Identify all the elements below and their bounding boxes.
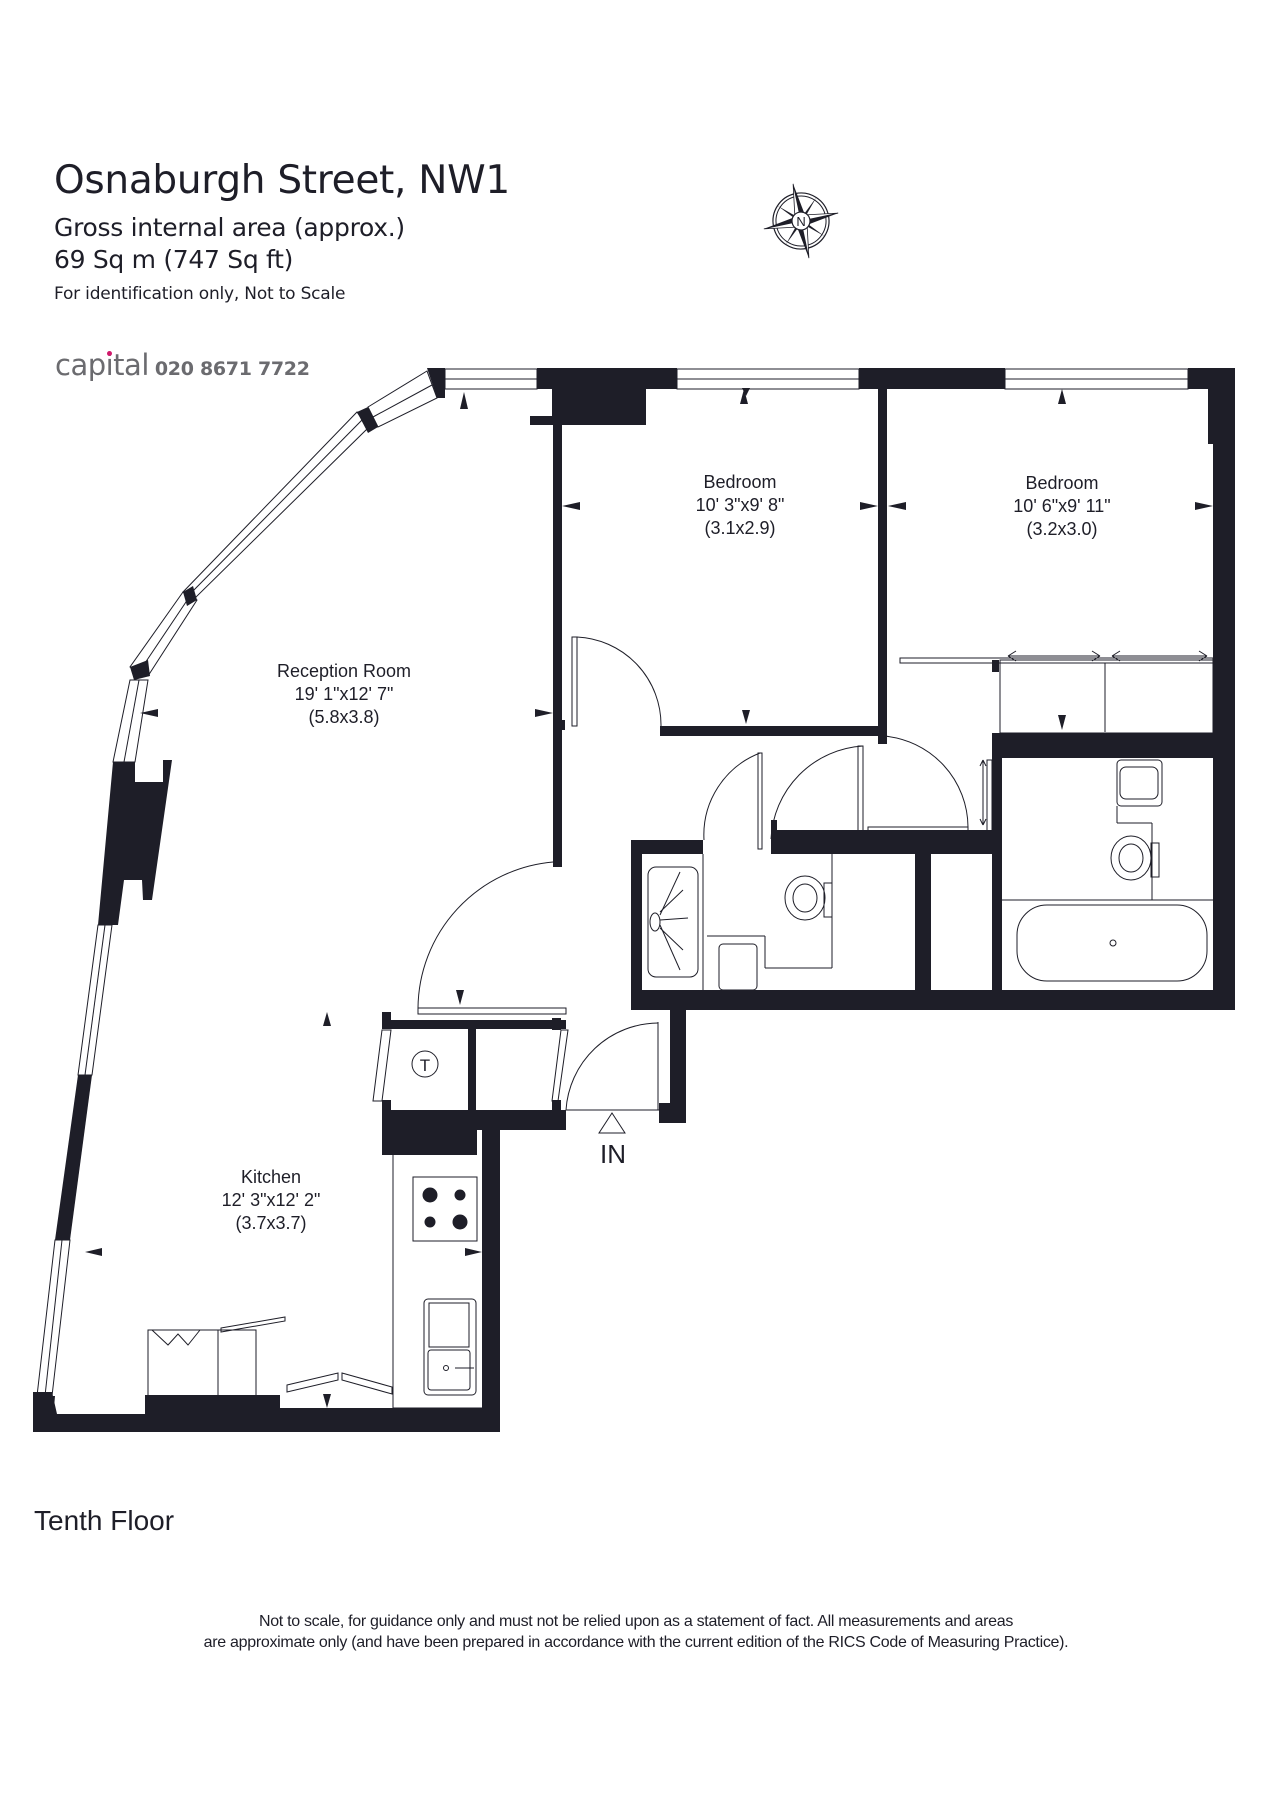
agent-phone: 020 8671 7722	[154, 358, 310, 380]
compass-rose-icon: N	[763, 183, 839, 259]
identification-note: For identification only, Not to Scale	[54, 284, 346, 304]
logo-dot-icon	[107, 351, 112, 356]
sliding-arrows-icon	[979, 650, 1208, 826]
agent-logo-word: capital	[55, 348, 149, 382]
room-dimensions-imperial: 10' 6"x9' 11"	[1013, 496, 1110, 516]
room-dimensions-imperial: 10' 3"x9' 8"	[696, 495, 785, 515]
kitchen-fixtures	[147, 1155, 482, 1409]
room-dimensions-metric: (3.7x3.7)	[235, 1213, 306, 1233]
doors	[372, 636, 1214, 1111]
property-title: Osnaburgh Street, NW1	[54, 158, 510, 203]
shower-tray-icon	[647, 866, 699, 978]
room-bedroom-1: Bedroom 10' 3"x9' 8" (3.1x2.9)	[696, 472, 785, 538]
agent-logo: capital 020 8671 7722	[55, 348, 310, 382]
toilet-icon	[1110, 835, 1152, 881]
room-dimensions-metric: (5.8x3.8)	[308, 707, 379, 727]
basin-icon	[1116, 759, 1163, 807]
room-kitchen: Kitchen 12' 3"x12' 2" (3.7x3.7)	[222, 1167, 321, 1233]
walls	[33, 368, 1235, 1432]
dimension-markers	[85, 388, 1213, 1408]
room-reception: Reception Room 19' 1"x12' 7" (5.8x3.8)	[277, 661, 411, 727]
disclaimer-line-1: Not to scale, for guidance only and must…	[258, 1613, 1014, 1630]
agent-name: capital	[55, 348, 149, 382]
room-dimensions-metric: (3.2x3.0)	[1026, 519, 1097, 539]
room-dimensions-metric: (3.1x2.9)	[704, 518, 775, 538]
room-dimensions-imperial: 19' 1"x12' 7"	[295, 684, 394, 704]
sink-icon	[423, 1298, 477, 1396]
entrance-arrow-icon	[598, 1112, 626, 1134]
water-tank-icon	[411, 1050, 439, 1078]
entrance-label: IN	[600, 1139, 626, 1169]
disclaimer-line-2: are approximate only (and have been prep…	[203, 1634, 1069, 1651]
room-name: Bedroom	[1025, 473, 1098, 493]
shower-room-fixtures	[647, 854, 833, 991]
area-label: Gross internal area (approx.)	[54, 213, 405, 242]
area-value: 69 Sq m (747 Sq ft)	[54, 245, 294, 274]
room-name: Bedroom	[703, 472, 776, 492]
compass-north-label: N	[796, 214, 805, 229]
property-header: Osnaburgh Street, NW1 Gross internal are…	[54, 158, 510, 306]
room-bedroom-2: Bedroom 10' 6"x9' 11" (3.2x3.0)	[1013, 473, 1110, 539]
ensuite-fixtures	[1002, 759, 1213, 982]
water-tank-label: T	[420, 1056, 430, 1075]
floor-label: Tenth Floor	[34, 1505, 175, 1536]
windows	[36, 368, 1189, 1397]
room-name: Reception Room	[277, 661, 411, 681]
bath-icon	[1016, 904, 1208, 982]
room-dimensions-imperial: 12' 3"x12' 2"	[222, 1190, 321, 1210]
hob-icon	[412, 1176, 478, 1242]
basin-icon	[718, 943, 758, 991]
disclaimer: Not to scale, for guidance only and must…	[0, 1611, 1272, 1653]
room-name: Kitchen	[241, 1167, 301, 1187]
toilet-icon	[784, 875, 826, 921]
